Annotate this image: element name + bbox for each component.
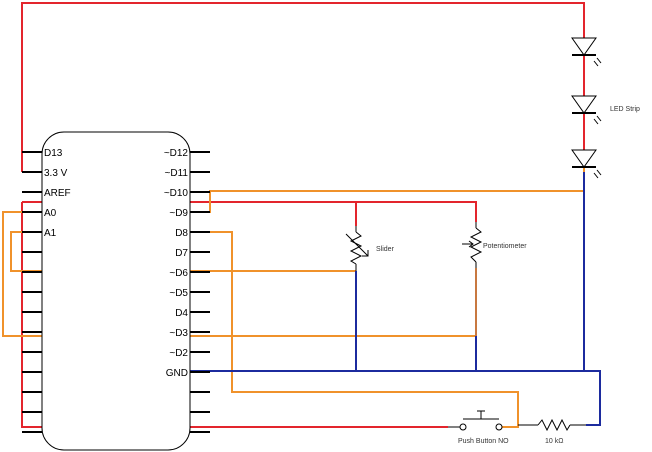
slider-label: Slider: [376, 246, 395, 253]
pin-label-d13: D13: [44, 148, 63, 159]
pin-label-a0: A0: [44, 208, 57, 219]
pin-label-d3: ~D3: [169, 328, 188, 339]
power-wire-bottom: [21, 202, 448, 428]
slider-resistor-icon: [345, 226, 369, 271]
led-diode-icon: [571, 95, 602, 125]
pin-label-d6: ~D6: [169, 268, 188, 279]
pin-label-3v3: 3.3 V: [44, 168, 68, 179]
push-button-icon: [448, 410, 503, 431]
left-header-pins: [22, 151, 42, 433]
pin-label-d4: D4: [175, 308, 188, 319]
power-wire-top: [21, 2, 585, 172]
pin-label-d7: D7: [175, 248, 188, 259]
pin-label-d12: ~D12: [164, 148, 189, 159]
pin-label-d5: ~D5: [169, 288, 188, 299]
resistor-icon: [518, 418, 586, 432]
pin-label-d10: ~D10: [164, 188, 189, 199]
arduino-board: D13 3.3 V AREF A0 A1 ~D12 ~D11 ~D10 ~D9 …: [22, 131, 210, 451]
led-strip: [571, 37, 602, 179]
potentiometer-icon: [462, 222, 483, 268]
board-body: [41, 131, 191, 451]
push-button-label: Push Button NO: [458, 438, 509, 445]
led-diode-icon: [571, 149, 602, 179]
wires: [2, 2, 601, 428]
signal-wire-d9-led: [190, 167, 585, 213]
resistor-label: 10 kΩ: [545, 438, 563, 445]
pin-label-a1: A1: [44, 228, 57, 239]
pin-label-aref: AREF: [44, 188, 71, 199]
signal-wire-d8-button: [190, 231, 519, 428]
right-header-pins: [190, 151, 210, 433]
pin-label-d8: D8: [175, 228, 188, 239]
led-strip-label: LED Strip: [610, 106, 640, 113]
pin-label-d9: ~D9: [169, 208, 188, 219]
pin-label-gnd: GND: [166, 368, 188, 379]
pin-label-d11: ~D11: [165, 168, 189, 179]
ground-wire-main: [190, 370, 601, 426]
slider-arrow-icon: [345, 233, 369, 257]
potentiometer-label: Potentiometer: [483, 243, 527, 250]
pin-label-d2: ~D2: [169, 348, 188, 359]
led-diode-icon: [571, 37, 602, 67]
